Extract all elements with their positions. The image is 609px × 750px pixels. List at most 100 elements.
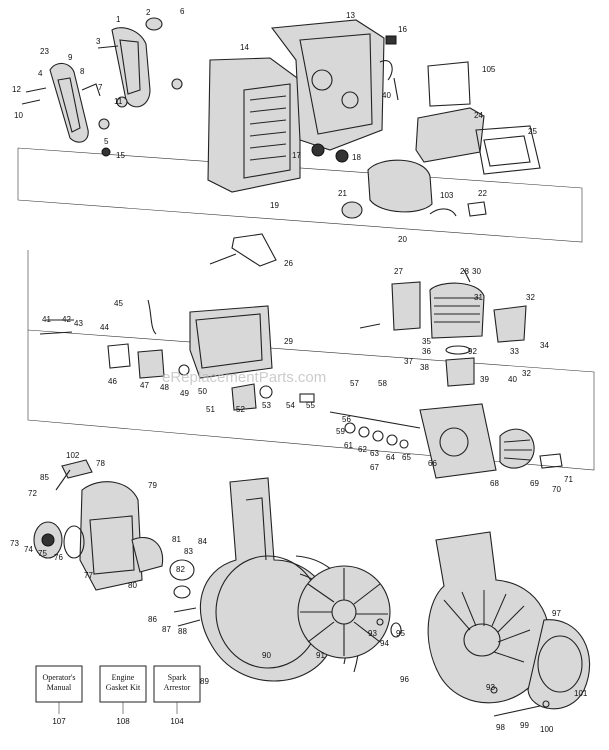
kit-box: [153, 665, 201, 703]
callout-77: 77: [84, 571, 93, 580]
callout-16: 16: [398, 25, 407, 34]
callout-48: 48: [160, 383, 169, 392]
callout-105: 105: [482, 65, 496, 74]
callout-67: 67: [370, 463, 379, 472]
handle-assembly: [21, 17, 183, 157]
callout-100: 100: [540, 725, 554, 734]
callout-49: 49: [180, 389, 189, 398]
kit-box-label: Engine: [112, 673, 135, 682]
callout-24: 24: [474, 111, 483, 120]
callout-9: 9: [68, 53, 73, 62]
callout-90: 90: [262, 651, 271, 660]
callout-80: 80: [128, 581, 137, 590]
callout-74: 74: [24, 545, 33, 554]
crankcase: [329, 403, 563, 479]
callout-33: 33: [510, 347, 519, 356]
callout-55: 55: [306, 401, 315, 410]
callout-87: 87: [162, 625, 171, 634]
callout-61: 61: [344, 441, 353, 450]
callout-93: 93: [368, 629, 377, 638]
callout-94: 94: [380, 639, 389, 648]
callout-51: 51: [206, 405, 215, 414]
callout-37: 37: [404, 357, 413, 366]
callout-42: 42: [62, 315, 71, 324]
callout-79: 79: [148, 481, 157, 490]
callout-5: 5: [104, 137, 109, 146]
callout-31: 31: [474, 293, 483, 302]
callout-32: 32: [522, 369, 531, 378]
callout-20: 20: [398, 235, 407, 244]
callout-72: 72: [28, 489, 37, 498]
callout-18: 18: [352, 153, 361, 162]
callout-85: 85: [40, 473, 49, 482]
callout-41: 41: [42, 315, 51, 324]
callout-88: 88: [178, 627, 187, 636]
callout-14: 14: [240, 43, 249, 52]
callout-75: 75: [38, 549, 47, 558]
callout-A: A: [0, 0, 6, 2]
callout-52: 52: [236, 405, 245, 414]
callout-56: 56: [342, 415, 351, 424]
callout-21: 21: [338, 189, 347, 198]
callout-35: 35: [422, 337, 431, 346]
callout-6: 6: [180, 7, 185, 16]
callout-32: 32: [526, 293, 535, 302]
callout-15: 15: [116, 151, 125, 160]
callout-22: 22: [478, 189, 487, 198]
callout-45: 45: [114, 299, 123, 308]
callout-53: 53: [262, 401, 271, 410]
kit-box-label: Manual: [47, 683, 72, 692]
callout-7: 7: [98, 83, 103, 92]
bottom-fasteners: [173, 585, 550, 717]
callout-89: 89: [200, 677, 209, 686]
callout-54: 54: [286, 401, 295, 410]
callout-73: 73: [10, 539, 19, 548]
callout-40: 40: [382, 91, 391, 100]
callout-8: 8: [80, 67, 85, 76]
callout-83: 83: [184, 547, 193, 556]
outer-blower-housing: [427, 531, 591, 710]
callout-25: 25: [528, 127, 537, 136]
air-filter-assembly: [341, 159, 487, 219]
callout-66: 66: [428, 459, 437, 468]
callout-91: 91: [316, 651, 325, 660]
callout-13: 13: [346, 11, 355, 20]
callout-76: 76: [54, 553, 63, 562]
callout-64: 64: [386, 453, 395, 462]
callout-10: 10: [14, 111, 23, 120]
callout-95: 95: [396, 629, 405, 638]
callout-103: 103: [440, 191, 454, 200]
kit-box-number: 108: [116, 717, 130, 726]
callout-93: 93: [486, 683, 495, 692]
callout-102: 102: [66, 451, 80, 460]
callout-101: 101: [574, 689, 588, 698]
callout-23: 23: [40, 47, 49, 56]
callout-12: 12: [12, 85, 21, 94]
callout-28: 28: [460, 267, 469, 276]
watermark: eReplacementParts.com: [162, 369, 326, 386]
starter-assembly: [33, 459, 195, 591]
cylinder-piston: [359, 269, 527, 387]
callout-62: 62: [358, 445, 367, 454]
callout-71: 71: [564, 475, 573, 484]
kit-box: [99, 665, 147, 703]
callout-1: 1: [116, 15, 121, 24]
callout-30: 30: [472, 267, 481, 276]
callout-58: 58: [378, 379, 387, 388]
engine-housing: [207, 19, 385, 193]
callout-3: 3: [96, 37, 101, 46]
handle-bracket: [209, 233, 277, 267]
kit-box-label: Operator's: [43, 673, 76, 682]
callout-84: 84: [198, 537, 207, 546]
callout-17: 17: [292, 151, 301, 160]
callout-68: 68: [490, 479, 499, 488]
callout-63: 63: [370, 449, 379, 458]
callout-43: 43: [74, 319, 83, 328]
callout-44: 44: [100, 323, 109, 332]
callout-11: 11: [114, 97, 123, 106]
callout-57: 57: [350, 379, 359, 388]
